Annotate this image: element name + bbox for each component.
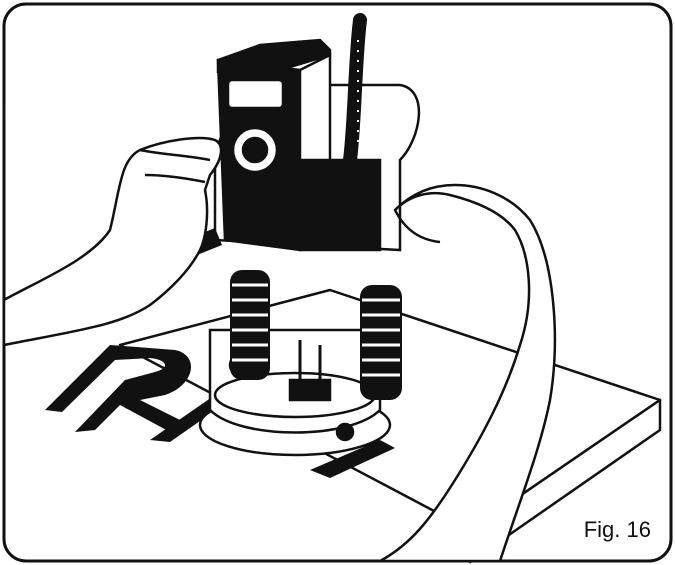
router-motor-housing [213,38,421,252]
power-cord [343,13,367,167]
right-hand [378,183,557,563]
figure-label: Fig. 16 [583,517,651,542]
left-hand [2,136,223,347]
